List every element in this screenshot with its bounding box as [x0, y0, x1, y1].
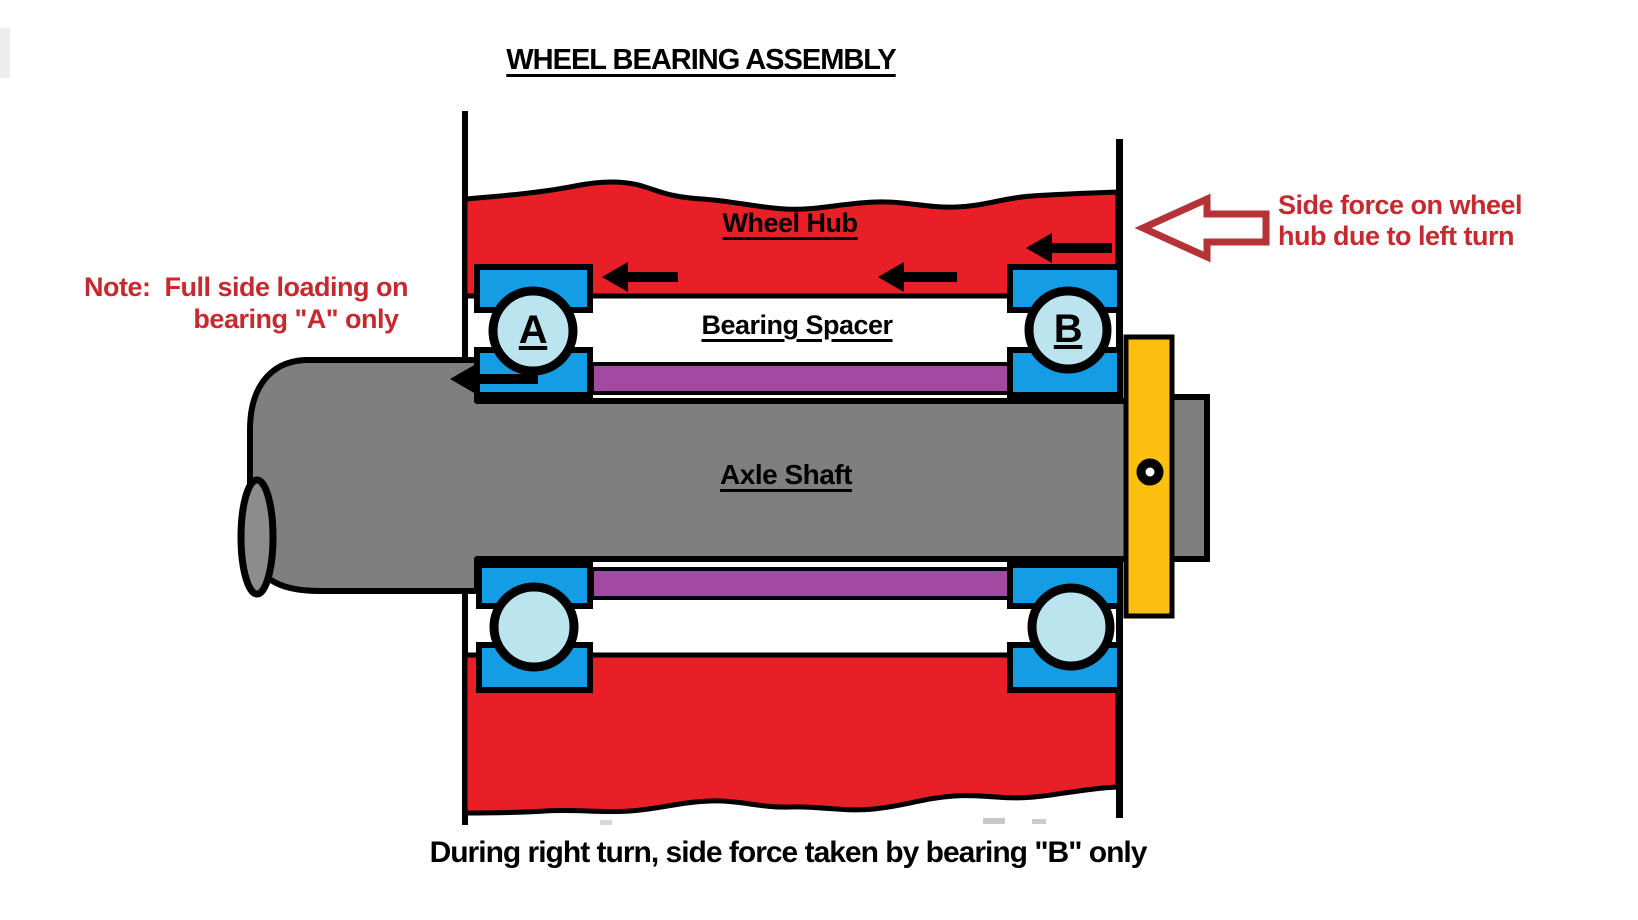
scan-artifact-dash	[1032, 819, 1046, 824]
bearing-spacer-lower-bar	[590, 567, 1012, 600]
bearing-spacer-label: Bearing Spacer	[701, 310, 893, 340]
side-force-arrow	[1134, 193, 1270, 263]
force-arrow-hub-left	[602, 262, 678, 292]
bearing-b-ball	[1024, 286, 1112, 374]
bearing-spacer-upper-bar	[590, 362, 1012, 395]
force-arrow-hub-right	[1026, 233, 1112, 263]
scan-artifact-dash	[983, 818, 1005, 824]
bearing-b-letter: B	[1053, 307, 1083, 351]
axle-shaft-end-cap	[237, 476, 277, 598]
diagram-title: WHEEL BEARING ASSEMBLY	[506, 44, 896, 76]
bearing-a-lower-ball	[489, 582, 579, 672]
force-arrow-bearing-a	[450, 364, 538, 394]
cotter-pin-hole	[1136, 458, 1164, 486]
force-arrow-hub-middle	[878, 262, 957, 292]
bearing-a-ball	[488, 286, 578, 376]
axle-shaft-label: Axle Shaft	[720, 459, 852, 490]
note-annotation-line2: bearing "A" only	[193, 304, 399, 334]
wheel-hub-lower-section	[462, 652, 1121, 816]
wheel-hub-upper-section	[462, 179, 1121, 299]
note-annotation-line1: Note: Full side loading on	[84, 272, 409, 302]
side-force-annotation-line2: hub due to left turn	[1278, 221, 1514, 251]
side-force-annotation-line1: Side force on wheel	[1278, 190, 1523, 220]
bottom-caption: During right turn, side force taken by b…	[429, 836, 1148, 869]
bearing-a-letter: A	[518, 308, 548, 352]
bearing-b-lower-ball	[1027, 583, 1115, 671]
scan-artifact-smudge	[0, 28, 10, 78]
scan-artifact-dash	[600, 820, 612, 825]
side-force-annotation: Side force on wheel hub due to left turn	[1278, 190, 1523, 252]
wheel-hub-label: Wheel Hub	[722, 208, 859, 238]
